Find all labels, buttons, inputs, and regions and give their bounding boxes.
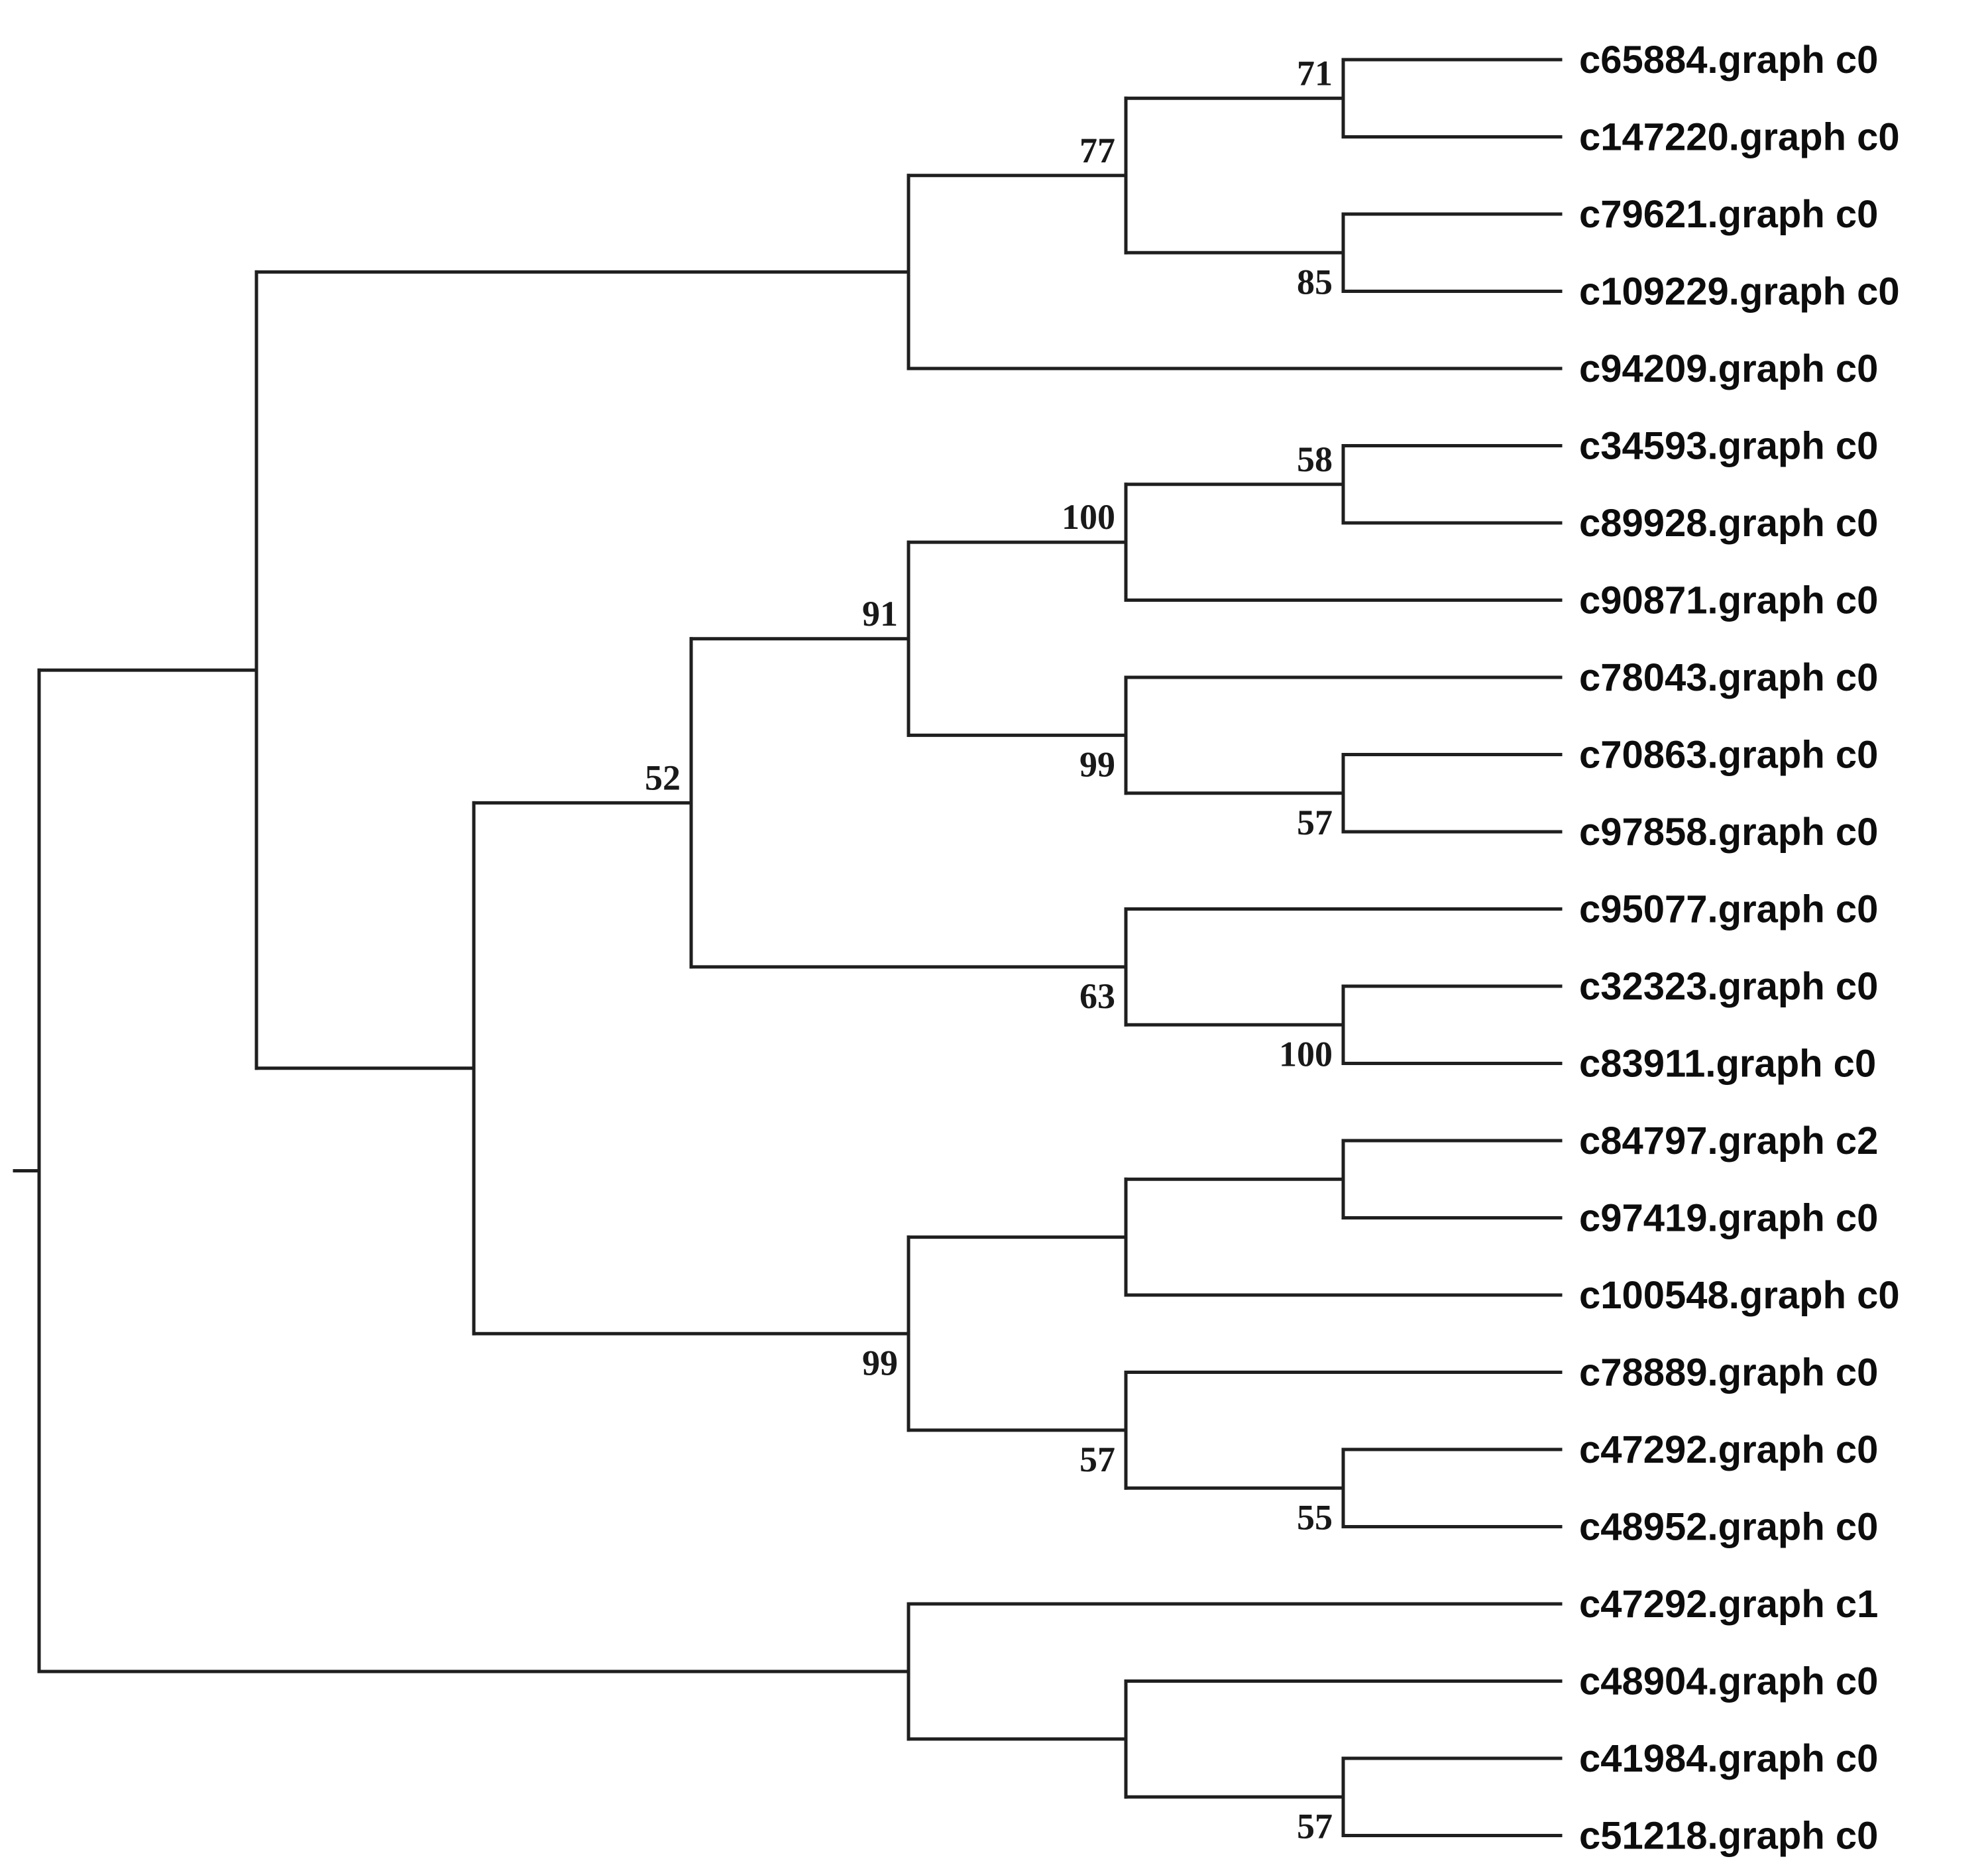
leaf-label: c48904.graph c0 — [1579, 1660, 1878, 1703]
support-value: 57 — [1297, 803, 1333, 842]
support-value: 58 — [1297, 439, 1333, 479]
leaf-label: c78043.graph c0 — [1579, 656, 1878, 699]
leaf-label: c47292.graph c1 — [1579, 1583, 1878, 1626]
leaf-label: c65884.graph c0 — [1579, 38, 1878, 82]
leaf-label: c47292.graph c0 — [1579, 1428, 1878, 1471]
leaf-label: c109229.graph c0 — [1579, 270, 1900, 313]
support-value: 100 — [1062, 497, 1115, 537]
support-value: 91 — [862, 594, 898, 634]
leaf-label: c100548.graph c0 — [1579, 1274, 1900, 1317]
leaf-label: c48952.graph c0 — [1579, 1506, 1878, 1549]
support-value: 85 — [1297, 262, 1333, 302]
leaf-label: c97419.graph c0 — [1579, 1197, 1878, 1240]
support-value: 77 — [1079, 131, 1115, 170]
leaf-label: c83911.graph c0 — [1579, 1043, 1876, 1086]
leaf-label: c94209.graph c0 — [1579, 347, 1878, 390]
leaf-label: c147220.graph c0 — [1579, 116, 1900, 159]
support-value: 55 — [1297, 1497, 1333, 1537]
support-value: 100 — [1279, 1034, 1333, 1074]
leaf-label: c41984.graph c0 — [1579, 1737, 1878, 1780]
leaf-label: c95077.graph c0 — [1579, 888, 1878, 931]
leaf-label: c78889.graph c0 — [1579, 1351, 1878, 1394]
leaf-label: c32323.graph c0 — [1579, 965, 1878, 1008]
support-value: 63 — [1079, 976, 1115, 1016]
support-value: 57 — [1079, 1440, 1115, 1479]
leaf-label: c51218.graph c0 — [1579, 1815, 1878, 1858]
support-value: 57 — [1297, 1806, 1333, 1846]
leaf-label: c90871.graph c0 — [1579, 579, 1878, 622]
leaf-label: c34593.graph c0 — [1579, 425, 1878, 468]
support-value: 71 — [1297, 53, 1333, 93]
support-value: 99 — [862, 1343, 898, 1383]
leaf-label: c79621.graph c0 — [1579, 193, 1878, 236]
leaf-label: c70863.graph c0 — [1579, 734, 1878, 777]
leaf-label: c89928.graph c0 — [1579, 502, 1878, 545]
leaf-label: c97858.graph c0 — [1579, 811, 1878, 854]
support-value: 99 — [1079, 744, 1115, 784]
leaf-label: c84797.graph c2 — [1579, 1119, 1878, 1162]
support-value: 52 — [645, 758, 681, 797]
